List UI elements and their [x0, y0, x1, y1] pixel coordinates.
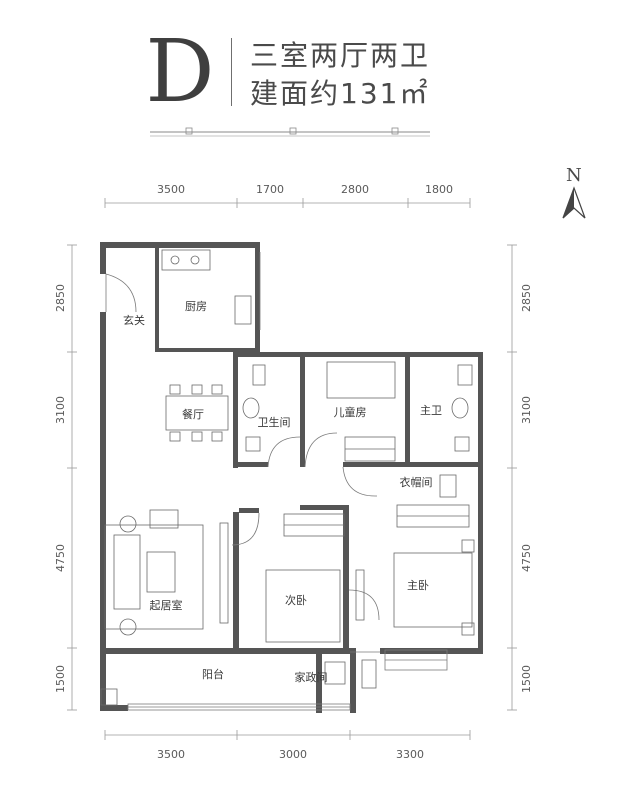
dining-table	[165, 384, 229, 442]
sofa-icon	[113, 534, 141, 610]
toilet-icon	[451, 397, 469, 419]
washing-machine-icon	[324, 661, 346, 685]
dim-bottom-1: 3500	[157, 748, 185, 761]
compass-arrow-shade	[563, 188, 574, 218]
kids-room-furniture	[326, 361, 396, 462]
bed-icon	[393, 552, 473, 628]
dim-bottom-2: 3000	[279, 748, 307, 761]
room-label-kids-room: 儿童房	[334, 405, 367, 419]
tv-cabinet-icon	[355, 569, 365, 621]
dim-top-3: 2800	[341, 183, 369, 196]
toilet-icon	[242, 397, 260, 419]
right-dimensions: 2850 3100 4750 1500	[520, 284, 533, 693]
bed-icon	[265, 569, 341, 643]
dim-top-1: 3500	[157, 183, 185, 196]
utility-fixtures	[100, 659, 377, 706]
room-label-walk-in-closet: 衣帽间	[400, 475, 433, 489]
room-label-balcony: 阳台	[202, 667, 224, 681]
stove-burner-icon	[170, 255, 180, 265]
room-label-master-bedroom: 主卧	[407, 579, 429, 592]
coffee-table-icon	[146, 551, 176, 593]
dimension-lines	[67, 198, 517, 740]
armchair-icon	[119, 618, 137, 636]
second-bedroom-furniture	[265, 513, 345, 643]
layout-text: 三室两厅两卫	[250, 39, 431, 72]
room-label-utility-room: 家政间	[295, 670, 328, 684]
closet-furniture	[396, 474, 470, 528]
room-label-entrance: 玄关	[123, 313, 145, 327]
dim-bottom-3: 3300	[396, 748, 424, 761]
left-dimensions: 2850 3100 4750 1500	[54, 284, 67, 693]
lounge-chair-icon	[149, 509, 179, 529]
room-label-second-bedroom: 次卧	[285, 593, 307, 607]
room-label-bathroom: 卫生间	[258, 415, 291, 429]
header-ornament	[150, 127, 430, 137]
kitchen-sink-icon	[234, 295, 252, 325]
dim-top-2: 1700	[256, 183, 284, 196]
shelf-icon	[361, 659, 377, 689]
washbasin-icon	[454, 436, 470, 452]
dim-right-3: 4750	[520, 544, 533, 572]
shower-icon	[457, 364, 473, 386]
walls	[100, 242, 483, 713]
dim-right-4: 1500	[520, 665, 533, 693]
washbasin-icon	[245, 436, 261, 452]
dim-right-2: 3100	[520, 396, 533, 424]
dim-left-4: 1500	[54, 665, 67, 693]
dresser-icon	[439, 474, 457, 498]
room-label-dining: 餐厅	[182, 407, 204, 421]
north-compass: N	[562, 165, 586, 219]
master-bedroom-furniture	[355, 539, 475, 636]
dim-left-3: 4750	[54, 544, 67, 572]
north-label: N	[566, 165, 582, 186]
dim-top-4: 1800	[425, 183, 453, 196]
room-label-kitchen: 厨房	[185, 300, 207, 313]
room-labels: 厨房 玄关 餐厅 卫生间 儿童房 主卫 衣帽间 起居室 次卧 主卧 阳台 家政间	[123, 300, 442, 684]
dim-right-1: 2850	[520, 284, 533, 312]
bottom-dimensions: 3500 3000 3300	[157, 748, 424, 761]
dim-left-1: 2850	[54, 284, 67, 312]
stove-burner-icon	[190, 255, 200, 265]
plan-header: D 三室两厅两卫 建面约131㎡	[0, 0, 640, 150]
bed-icon	[326, 361, 396, 399]
rug-icon	[104, 524, 204, 630]
door-swings	[105, 273, 380, 621]
room-label-master-bath: 主卫	[420, 404, 442, 417]
living-room-furniture	[104, 509, 229, 636]
room-label-living-room: 起居室	[150, 598, 183, 612]
nightstand-icon	[461, 622, 475, 636]
kitchen-fixtures	[161, 249, 252, 325]
tv-cabinet-icon	[219, 522, 229, 624]
dim-left-2: 3100	[54, 396, 67, 424]
windows	[127, 252, 448, 711]
nightstand-icon	[461, 539, 475, 553]
shower-icon	[252, 364, 266, 386]
armchair-icon	[119, 515, 137, 533]
ac-unit-icon	[100, 688, 118, 706]
bathroom-fixtures	[242, 364, 473, 452]
top-dimensions: 3500 1700 2800 1800	[157, 183, 453, 196]
area-text: 建面约131㎡	[250, 77, 430, 110]
unit-type-letter: D	[145, 22, 215, 122]
header-divider	[231, 38, 232, 106]
